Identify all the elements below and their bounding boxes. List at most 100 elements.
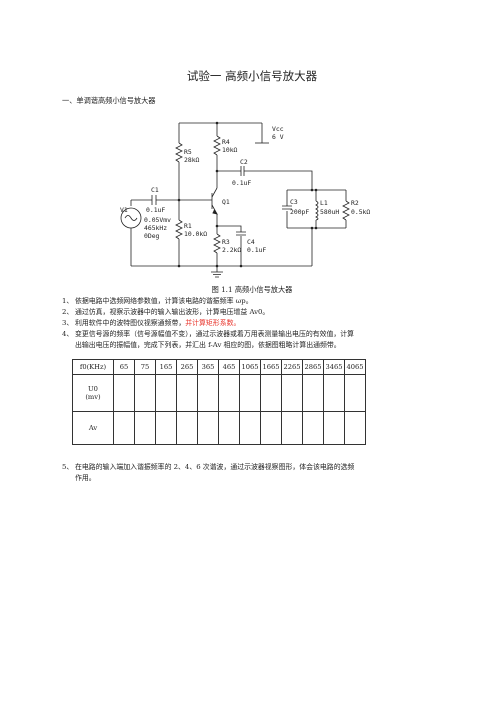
- c4-wire: [217, 225, 242, 266]
- r4-label: R4: [222, 138, 230, 146]
- freq-cell: 1665: [260, 359, 282, 375]
- list-item-text: 通过仿真，视察示波器中的输入输出波形，计算电压增益 Av0。: [75, 308, 270, 316]
- freq-cell: 4065: [344, 359, 366, 375]
- table-row: U0(mv): [72, 374, 366, 412]
- c3-capacitor: [282, 205, 292, 210]
- empty-cell: [113, 374, 135, 412]
- c1-value: 0.1uF: [146, 206, 165, 214]
- empty-cell: [134, 411, 156, 445]
- empty-cell: [302, 374, 324, 412]
- r5-label: R5: [184, 148, 192, 156]
- freq-cell: 2265: [281, 359, 303, 375]
- c1-label: C1: [151, 186, 159, 194]
- freq-cell: 65: [113, 359, 135, 375]
- r4-resistor: [213, 135, 221, 156]
- junction-dot: [215, 121, 219, 125]
- freq-cell: 465: [218, 359, 240, 375]
- list-item-text: 在电路的输入端加入谐振频率的 2、4、6 次谐波，通过示波器视察图形，体会该电路…: [75, 463, 355, 471]
- table-row: Av: [72, 411, 366, 445]
- r2-value: 0.5kΩ: [351, 208, 370, 216]
- junction-dot: [215, 264, 219, 268]
- c3-value: 200pF: [290, 208, 309, 216]
- l1-inductor: [315, 200, 319, 221]
- junction-dot: [314, 226, 318, 230]
- table-row-label: Av: [72, 411, 114, 445]
- freq-cell: 165: [155, 359, 177, 375]
- empty-cell: [155, 411, 177, 445]
- empty-cell: [281, 374, 303, 412]
- r5-value: 28kΩ: [184, 156, 200, 164]
- empty-cell: [323, 411, 345, 445]
- r3-label: R3: [222, 238, 230, 246]
- freq-cell: 2865: [302, 359, 324, 375]
- list-item: 1、依据电路中选频网络参数值，计算该电路的谐振频率 ωp。: [62, 296, 422, 307]
- list-item-text: 依据电路中选频网络参数值，计算该电路的谐振频率 ωp。: [75, 297, 253, 305]
- r2-resistor: [342, 200, 350, 221]
- c2-capacitor: [240, 166, 245, 176]
- list-item: 4、变更信号源的频率（信号源幅值不变），通过示波器或着万用表测量输出电压的有效值…: [62, 329, 422, 350]
- freq-cell: 365: [197, 359, 219, 375]
- empty-cell: [323, 374, 345, 412]
- list-item-number: 4、: [62, 330, 74, 338]
- freq-cell: 3465: [323, 359, 345, 375]
- r3-resistor: [213, 233, 221, 254]
- list-item-number: 2、: [62, 308, 74, 316]
- empty-cell: [344, 411, 366, 445]
- list-item-continuation: 出输出电压的振幅值，完成下列表，并汇出 f-Av 相应的图，依据图粗略计算出通频…: [75, 340, 341, 349]
- c3-label: C3: [290, 198, 298, 206]
- junction-dot: [215, 169, 219, 173]
- table-row-label: U0(mv): [72, 374, 114, 412]
- empty-cell: [239, 374, 261, 412]
- list-item-text: 利用软件中的波特图仪视察通频带，: [75, 319, 186, 327]
- empty-cell: [260, 374, 282, 412]
- v1-sine: [124, 215, 138, 221]
- table-row: f0(KHz) 65 75 165 265 365 465 1065 1665 …: [72, 359, 366, 375]
- list-item-number: 3、: [62, 319, 74, 327]
- q1-label: Q1: [222, 198, 230, 206]
- table-header-cell: f0(KHz): [72, 359, 114, 375]
- l1-value: 580uH: [320, 208, 339, 216]
- empty-cell: [344, 374, 366, 412]
- vcc-value: 6 V: [272, 133, 284, 141]
- c4-label: C4: [247, 238, 255, 246]
- v1-label: V1: [120, 206, 128, 214]
- c2-wire-right: [244, 170, 313, 190]
- page-title: 试验一 高频小信号放大器: [186, 69, 318, 83]
- c1-wire: [130, 199, 179, 206]
- list-item-number: 5、: [62, 463, 74, 471]
- vcc-label: Vcc: [272, 125, 284, 133]
- figure-caption: 图 1.1 高频小信号放大器: [211, 285, 293, 294]
- empty-cell: [239, 411, 261, 445]
- c2-label: C2: [240, 158, 248, 166]
- empty-cell: [260, 411, 282, 445]
- empty-cell: [302, 411, 324, 445]
- l1-label: L1: [320, 199, 328, 207]
- measurement-table: f0(KHz) 65 75 165 265 365 465 1065 1665 …: [72, 359, 366, 445]
- empty-cell: [281, 411, 303, 445]
- junction-dot: [177, 198, 181, 202]
- list-item-continuation: 作用。: [75, 473, 96, 482]
- r3-value: 2.2kΩ: [222, 246, 241, 254]
- list-item: 5、在电路的输入端加入谐振频率的 2、4、6 次谐波，通过示波器视察图形，体会该…: [62, 462, 422, 483]
- freq-cell: 265: [176, 359, 198, 375]
- r5-resistor: [175, 142, 183, 163]
- c4-capacitor: [236, 231, 246, 236]
- junction-dot: [310, 188, 314, 192]
- v1-frequency: 465kHz: [144, 224, 167, 232]
- ground-symbol: [211, 271, 223, 278]
- empty-cell: [134, 374, 156, 412]
- junction-dot: [310, 226, 314, 230]
- section-heading: 一、单调谐高频小信号放大器: [62, 96, 156, 105]
- empty-cell: [197, 374, 219, 412]
- empty-cell: [197, 411, 219, 445]
- r1-value: 10.0kΩ: [184, 230, 207, 238]
- circuit-diagram: Vcc 6 V R4 10kΩ R5 28kΩ C2 0.1uF C1 0.1u…: [120, 121, 370, 278]
- empty-cell: [113, 411, 135, 445]
- empty-cell: [218, 374, 240, 412]
- r2-label: R2: [351, 199, 359, 207]
- list-item-number: 1、: [62, 297, 74, 305]
- v1-amplitude: 0.05Vmv: [144, 216, 171, 224]
- empty-cell: [155, 374, 177, 412]
- freq-cell: 75: [134, 359, 156, 375]
- list-item-highlight: 并计算矩形系数。: [185, 319, 241, 327]
